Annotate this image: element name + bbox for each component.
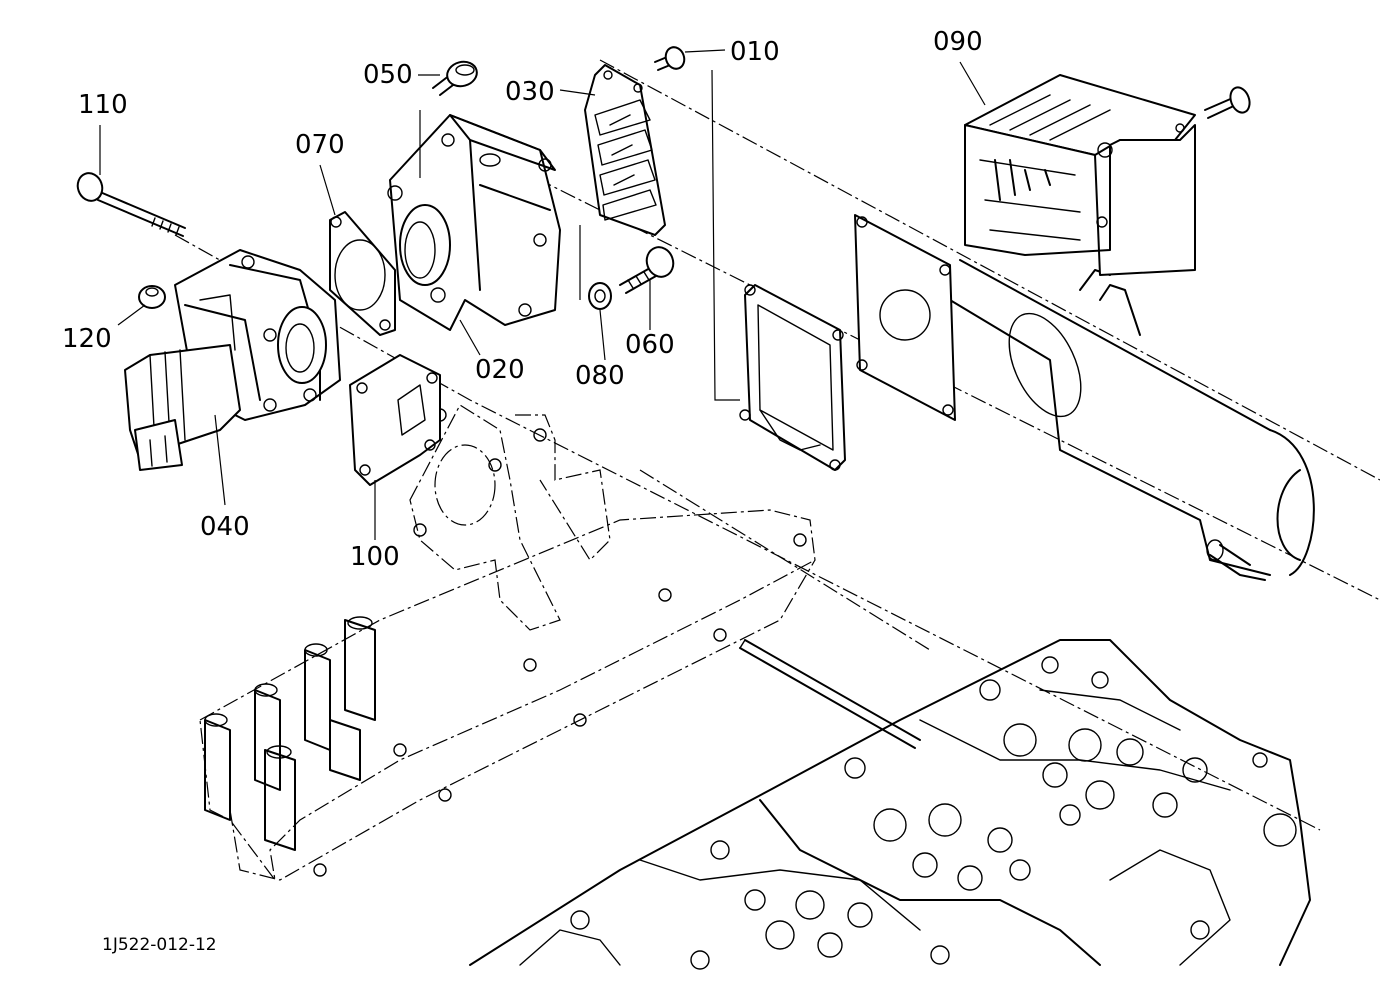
part-060-bolt — [619, 246, 675, 294]
part-030-reed-valve — [584, 64, 666, 236]
intake-manifold — [199, 509, 816, 881]
callout-080: 080 — [575, 361, 625, 391]
part-050-bolt — [432, 60, 478, 96]
callout-050: 050 — [363, 60, 413, 90]
callout-100: 100 — [350, 542, 400, 572]
callout-070: 070 — [295, 130, 345, 160]
part-080-washer — [588, 282, 612, 310]
bracket-screw — [1204, 86, 1251, 119]
drawing-reference-code: 1J522-012-12 — [102, 935, 217, 955]
part-110-bolt — [76, 172, 186, 237]
stud-bolt — [739, 639, 921, 749]
callout-060: 060 — [625, 330, 675, 360]
egr-pipe-flange — [409, 404, 611, 631]
callout-labels: 010 020 030 040 050 060 070 080 090 100 … — [62, 27, 983, 572]
callout-110: 110 — [78, 90, 128, 120]
callout-090: 090 — [933, 27, 983, 57]
callout-120: 120 — [62, 324, 112, 354]
part-090-bracket — [964, 74, 1196, 276]
callout-010: 010 — [730, 37, 780, 67]
callout-020: 020 — [475, 355, 525, 385]
part-100-gasket — [349, 354, 441, 486]
part-070-gasket — [329, 211, 396, 336]
callout-040: 040 — [200, 512, 250, 542]
leader-lines — [99, 49, 986, 540]
part-040-actuator — [124, 249, 341, 471]
part-020-valve-body — [387, 114, 561, 331]
cylinder-head — [469, 639, 1311, 970]
cooler-gasket-plate — [854, 214, 956, 421]
callout-030: 030 — [505, 77, 555, 107]
part-010-screw — [654, 46, 686, 71]
egr-cooler — [949, 259, 1315, 581]
cooler-gasket-large — [739, 284, 846, 471]
head-ports — [570, 656, 1297, 970]
part-120-nut — [138, 285, 166, 309]
manifold-bosses — [204, 533, 807, 877]
